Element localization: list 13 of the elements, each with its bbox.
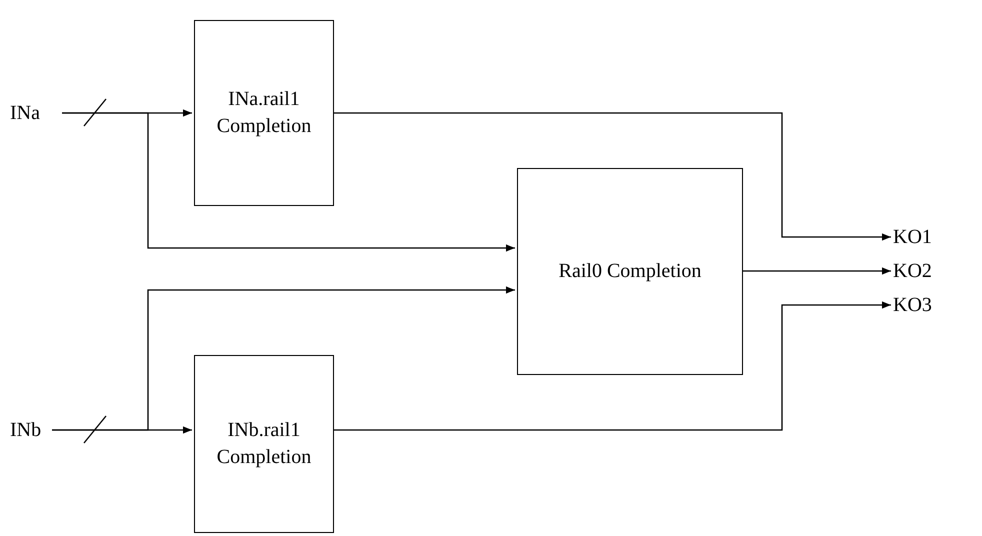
process-box: INb.rail1 Completion (194, 355, 334, 533)
arrow (62, 112, 515, 252)
signal-label: INb (10, 416, 52, 444)
signal-label: INa (10, 99, 62, 127)
arrow (52, 426, 192, 434)
arrow (334, 112, 891, 241)
signal-label: KO2 (893, 257, 955, 285)
process-box: INa.rail1 Completion (194, 20, 334, 206)
process-box: Rail0 Completion (517, 168, 743, 375)
arrow (743, 267, 891, 275)
signal-label: KO1 (893, 223, 955, 251)
signal-label: KO3 (893, 291, 955, 319)
arrow (334, 301, 891, 431)
